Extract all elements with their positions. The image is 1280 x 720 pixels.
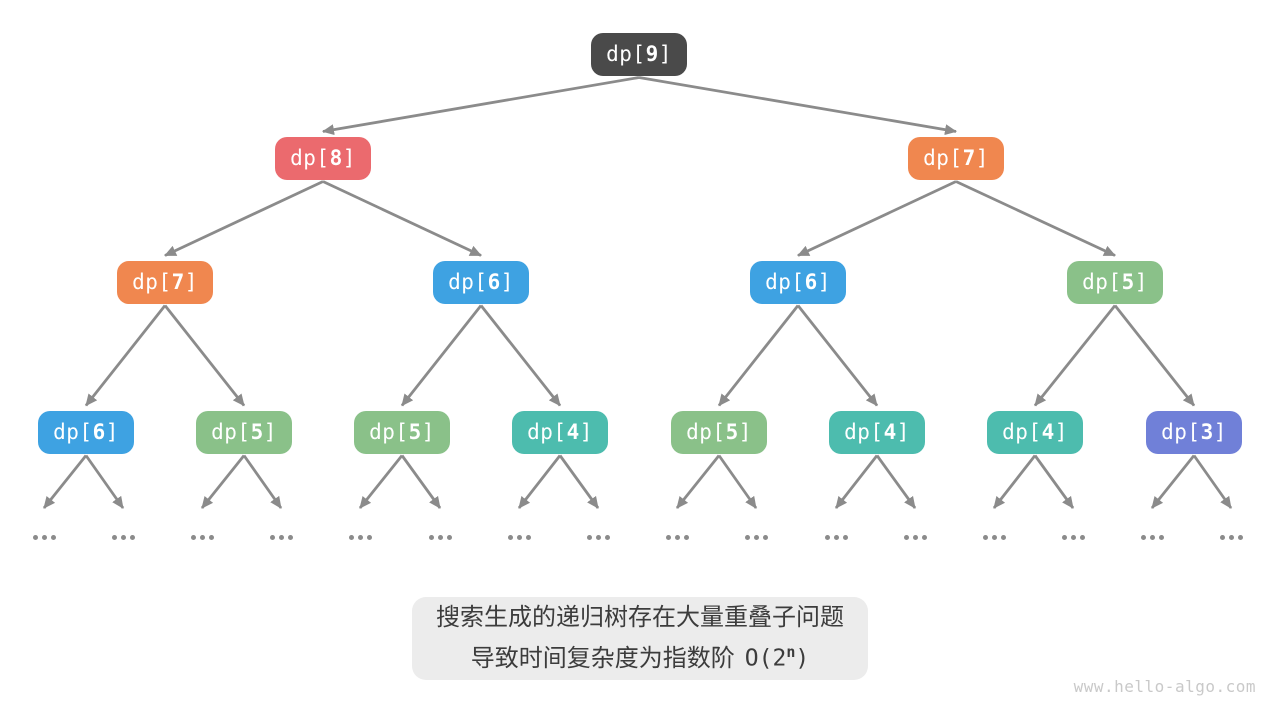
- tree-edge-arrow: [955, 180, 1116, 257]
- ellipsis: [507, 534, 531, 540]
- tree-edge-arrow: [84, 304, 167, 407]
- tree-edge-arrow: [358, 454, 404, 509]
- ellipsis: [269, 534, 293, 540]
- tree-edge-arrow: [717, 304, 800, 407]
- tree-node: dp[4]: [512, 410, 608, 454]
- tree-node: dp[8]: [275, 136, 371, 180]
- ellipsis: [1140, 534, 1164, 540]
- tree-node: dp[5]: [1067, 260, 1163, 304]
- ellipsis: [586, 534, 610, 540]
- tree-node: dp[4]: [987, 410, 1083, 454]
- tree-node: dp[4]: [829, 410, 925, 454]
- tree-edge-arrow: [1033, 304, 1117, 407]
- tree-node: dp[6]: [38, 410, 134, 454]
- tree-node: dp[5]: [671, 410, 767, 454]
- tree-node: dp[6]: [433, 260, 529, 304]
- tree-edge-arrow: [1033, 454, 1075, 509]
- tree-edge-arrow: [675, 454, 721, 509]
- tree-node: dp[7]: [117, 260, 213, 304]
- complexity-formula: O(2n): [744, 643, 810, 672]
- tree-edge-arrow: [1192, 454, 1233, 509]
- tree-edge-arrow: [479, 304, 562, 407]
- tree-edge-arrow: [400, 304, 483, 407]
- tree-edge-arrow: [638, 76, 957, 136]
- ellipsis: [824, 534, 848, 540]
- tree-edge-arrow: [717, 454, 758, 509]
- ellipsis: [665, 534, 689, 540]
- tree-edge-arrow: [322, 76, 640, 136]
- caption-box: 搜索生成的递归树存在大量重叠子问题 导致时间复杂度为指数阶 O(2n): [412, 597, 868, 680]
- tree-edge-arrow: [163, 304, 246, 407]
- tree-edge-arrow: [322, 180, 482, 257]
- ellipsis: [744, 534, 768, 540]
- tree-node: dp[3]: [1146, 410, 1242, 454]
- tree-edge-arrow: [84, 454, 125, 509]
- tree-edge-arrow: [1150, 454, 1196, 509]
- tree-edge-arrow: [875, 454, 917, 509]
- tree-edge-arrow: [796, 304, 879, 407]
- tree-node: dp[6]: [750, 260, 846, 304]
- tree-edge-arrow: [42, 454, 88, 509]
- tree-edge-arrow: [400, 454, 442, 509]
- tree-node: dp[5]: [354, 410, 450, 454]
- tree-edge-arrow: [164, 180, 324, 257]
- ellipsis: [428, 534, 452, 540]
- ellipsis: [348, 534, 372, 540]
- tree-edge-arrow: [242, 454, 283, 509]
- tree-edge-arrow: [992, 454, 1037, 509]
- caption-line-1: 搜索生成的递归树存在大量重叠子问题: [436, 604, 844, 632]
- tree-edge-arrow: [517, 454, 562, 509]
- tree-edge-arrow: [797, 180, 957, 257]
- ellipsis: [1061, 534, 1085, 540]
- tree-node: dp[9]: [591, 32, 687, 76]
- ellipsis: [903, 534, 927, 540]
- watermark: www.hello-algo.com: [1073, 677, 1256, 696]
- ellipsis: [32, 534, 56, 540]
- ellipsis: [111, 534, 135, 540]
- ellipsis: [982, 534, 1006, 540]
- ellipsis: [1219, 534, 1243, 540]
- tree-edge-arrow: [834, 454, 879, 509]
- tree-edge-arrow: [200, 454, 246, 509]
- tree-edge-arrow: [1113, 304, 1196, 407]
- caption-line-2: 导致时间复杂度为指数阶 O(2n): [471, 635, 809, 676]
- tree-node: dp[5]: [196, 410, 292, 454]
- ellipsis: [190, 534, 214, 540]
- tree-edge-arrow: [558, 454, 600, 509]
- tree-node: dp[7]: [908, 136, 1004, 180]
- caption-line-2-text: 导致时间复杂度为指数阶: [470, 644, 735, 672]
